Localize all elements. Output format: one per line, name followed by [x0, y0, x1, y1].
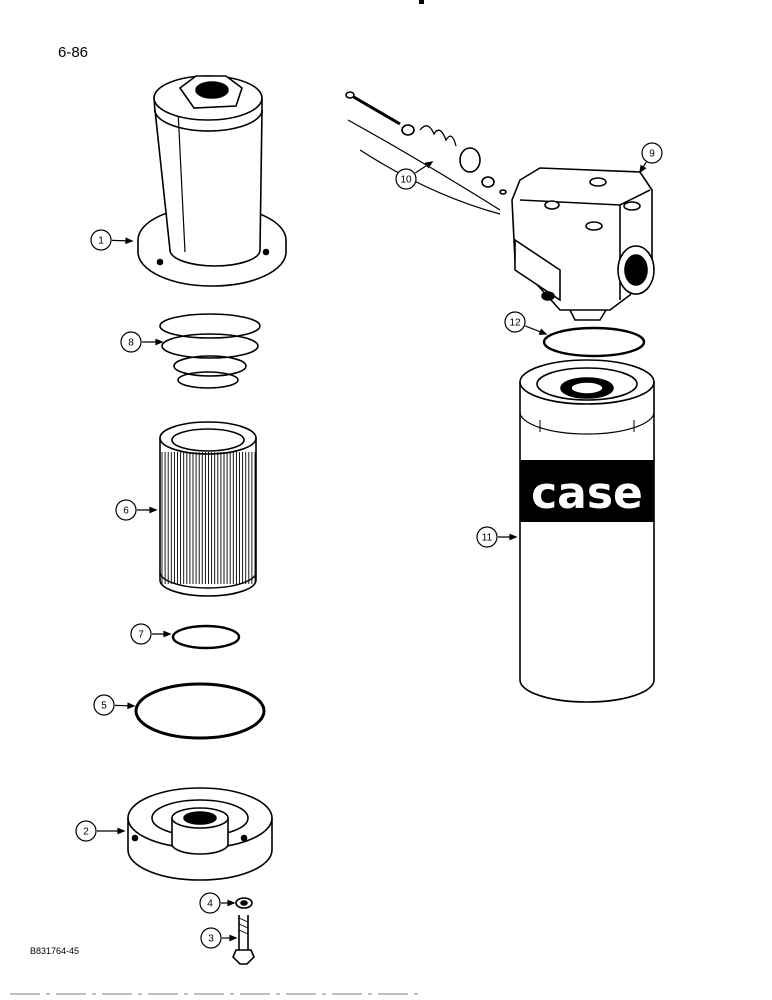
callout-arrowhead: [509, 533, 518, 541]
callout-12: 12: [504, 311, 548, 335]
callout-arrowhead: [424, 161, 434, 169]
callout-number: 3: [208, 934, 214, 945]
callout-number: 5: [101, 701, 107, 712]
callout-arrowhead: [117, 827, 126, 835]
callout-circle: [75, 820, 97, 842]
callout-circle: [120, 331, 142, 353]
callout-arrowhead: [229, 934, 238, 942]
callout-5: 5: [93, 694, 136, 716]
o-ring-large: [134, 682, 266, 740]
callout-circle: [199, 892, 221, 914]
callout-circle: [130, 623, 152, 645]
callout-circle: [93, 694, 115, 716]
callout-9: 9: [639, 142, 663, 174]
callout-number: 11: [482, 533, 493, 544]
spin-on-filter: case: [519, 359, 655, 703]
callout-circle: [115, 499, 137, 521]
callout-number: 1: [98, 236, 104, 247]
callout-8: 8: [120, 331, 164, 353]
callout-arrowhead: [127, 702, 136, 710]
filter-base: [127, 787, 273, 881]
callout-number: 2: [83, 827, 89, 838]
callout-arrowhead: [149, 506, 158, 514]
callout-4: 4: [199, 892, 236, 914]
filter-seal-ring: [542, 326, 646, 358]
filter-housing: [137, 75, 287, 287]
callout-number: 7: [138, 630, 144, 641]
callout-7: 7: [130, 623, 172, 645]
callout-arrowhead: [227, 899, 236, 907]
callout-arrowhead: [125, 237, 134, 245]
callout-circle: [90, 229, 112, 251]
callout-number: 9: [649, 149, 655, 160]
bolt: [232, 915, 255, 965]
page-number: 6-86: [58, 44, 89, 61]
callout-2: 2: [75, 820, 126, 842]
callout-number: 12: [509, 318, 521, 329]
callout-circle: [476, 526, 498, 548]
callout-arrowhead: [155, 338, 164, 346]
callout-arrowhead: [538, 328, 548, 335]
callout-10: 10: [395, 161, 434, 190]
o-ring-small: [171, 624, 241, 650]
callout-number: 10: [400, 175, 412, 186]
callout-circle: [200, 927, 222, 949]
filter-element: [159, 421, 257, 597]
figure-code: B831764-45: [30, 946, 80, 956]
case-logo-band: [520, 460, 654, 522]
callout-6: 6: [115, 499, 158, 521]
page-top-mark: [419, 0, 424, 4]
callout-number: 4: [207, 899, 213, 910]
callout-circle: [395, 168, 417, 190]
spring: [159, 313, 261, 389]
callout-number: 6: [123, 506, 129, 517]
case-logo-text: case: [531, 468, 643, 519]
callout-arrowhead: [639, 164, 647, 174]
callout-3: 3: [200, 927, 238, 949]
filter-head: [511, 167, 655, 321]
callout-11: 11: [476, 526, 518, 548]
callout-1: 1: [90, 229, 134, 251]
washer: [235, 897, 253, 909]
callout-circle: [641, 142, 663, 164]
callout-number: 8: [128, 338, 134, 349]
callout-circle: [504, 311, 526, 333]
relief-valve-parts: [345, 91, 507, 215]
callout-arrowhead: [163, 630, 172, 638]
